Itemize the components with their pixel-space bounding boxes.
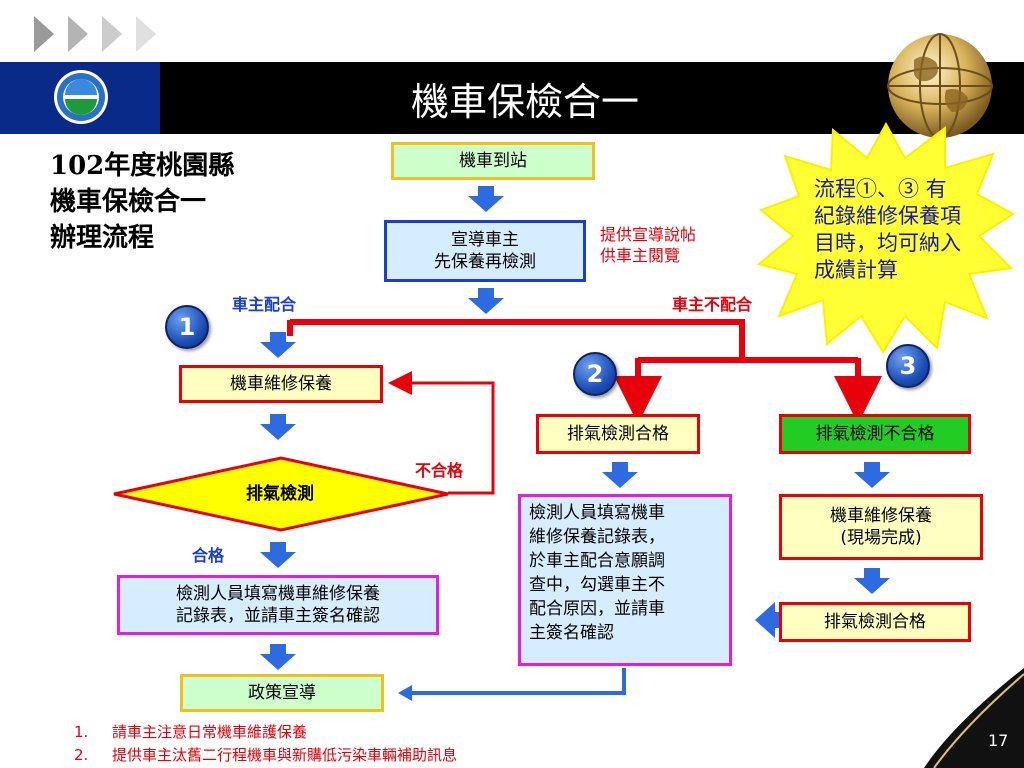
step-badge-1: 1 [165, 305, 209, 349]
box-arrive: 機車到站 [391, 142, 595, 180]
footer-note-2-number: 2. [74, 746, 89, 764]
box-arrive-label: 機車到站 [459, 151, 527, 171]
side-note-line2: 供車主閱覽 [600, 246, 681, 265]
footer-note-1: 1. 請車主注意日常機車維護保養 [74, 721, 457, 744]
box-record-survey-line6: 主簽名確認 [529, 623, 614, 643]
step-badge-3: 3 [886, 344, 930, 388]
starburst-callout-text: 流程①、③ 有 紀錄維修保養項 目時，均可納入 成績計算 [814, 176, 1014, 284]
page-title: 機車保檢合一 [410, 79, 639, 124]
box-record-sign-line2: 記錄表，並請車主簽名確認 [176, 606, 380, 626]
box-maintenance: 機車維修保養 [179, 365, 383, 403]
step-badge-2: 2 [573, 352, 617, 396]
box-exhaust-pass: 排氣檢測合格 [536, 414, 700, 454]
title-bar [0, 62, 1024, 134]
box-exhaust-pass-label: 排氣檢測合格 [567, 424, 669, 444]
callout-line2: 紀錄維修保養項 [814, 204, 961, 228]
callout-line3: 目時，均可納入 [814, 231, 961, 255]
box-onsite-repair: 機車維修保養 (現場完成) [779, 494, 983, 560]
flow-heading: 102年度桃園縣 機車保檢合一 辦理流程 [50, 148, 234, 256]
box-exhaust-pass-2: 排氣檢測合格 [779, 602, 971, 642]
box-record-survey: 檢測人員填寫機車 維修保養記錄表， 於車主配合意願調 查中，勾選車主不 配合原因… [518, 494, 732, 666]
footer-notes: 1. 請車主注意日常機車維護保養 2. 提供車主汰舊二行程機車與新購低污染車輛補助訊… [74, 721, 457, 767]
label-fail: 不合格 [415, 461, 464, 480]
callout-line4: 成績計算 [814, 258, 898, 282]
box-exhaust-pass-2-label: 排氣檢測合格 [824, 612, 926, 632]
globe-icon [887, 33, 993, 139]
decision-exhaust-test [113, 456, 449, 532]
box-record-sign: 檢測人員填寫機車維修保養 記錄表，並請車主簽名確認 [117, 575, 439, 635]
box-policy: 政策宣導 [180, 674, 384, 712]
label-pass: 合格 [192, 546, 225, 565]
box-exhaust-fail-label: 排氣檢測不合格 [815, 424, 935, 444]
box-exhaust-fail: 排氣檢測不合格 [779, 414, 971, 454]
box-record-survey-line5: 配合原因，並請車 [529, 599, 665, 619]
side-note: 提供宣導說帖 供車主閱覽 [600, 224, 696, 266]
page-number: 17 [988, 731, 1009, 750]
footer-note-2: 2. 提供車主汰舊二行程機車與新購低污染車輛補助訊息 [74, 744, 457, 767]
starburst-callout-shape [756, 121, 1015, 354]
box-record-survey-line1: 檢測人員填寫機車 [529, 503, 665, 523]
footer-note-1-number: 1. [74, 723, 89, 741]
box-onsite-repair-line1: 機車維修保養 [830, 506, 932, 526]
box-maintenance-label: 機車維修保養 [230, 374, 332, 394]
box-promote-line1: 宣導車主 [451, 230, 519, 250]
flow-heading-line3: 辦理流程 [50, 223, 155, 253]
corner-decoration [924, 668, 1024, 768]
box-onsite-repair-line2: (現場完成) [840, 528, 922, 548]
side-note-line1: 提供宣導說帖 [600, 225, 697, 244]
box-promote-line2: 先保養再檢測 [434, 252, 536, 272]
flow-heading-line2: 機車保檢合一 [50, 187, 207, 217]
decision-exhaust-test-label: 排氣檢測 [246, 484, 314, 504]
flow-heading-line1: 102年度桃園縣 [50, 151, 235, 181]
box-record-survey-line4: 查中，勾選車主不 [529, 575, 665, 595]
agency-logo-icon [54, 70, 108, 124]
label-owner-disagree: 車主不配合 [672, 295, 753, 314]
label-owner-agree: 車主配合 [232, 295, 297, 314]
box-record-survey-line2: 維修保養記錄表， [529, 527, 665, 547]
box-record-sign-line1: 檢測人員填寫機車維修保養 [176, 584, 380, 604]
block-arrows [260, 186, 890, 670]
chevron-decoration [34, 16, 156, 52]
box-promote: 宣導車主 先保養再檢測 [384, 220, 586, 282]
footer-note-1-text: 請車主注意日常機車維護保養 [112, 723, 308, 741]
footer-note-2-text: 提供車主汰舊二行程機車與新購低污染車輛補助訊息 [112, 746, 458, 764]
callout-line1: 流程①、③ 有 [814, 177, 947, 201]
box-policy-label: 政策宣導 [248, 683, 316, 703]
box-record-survey-line3: 於車主配合意願調 [529, 551, 665, 571]
